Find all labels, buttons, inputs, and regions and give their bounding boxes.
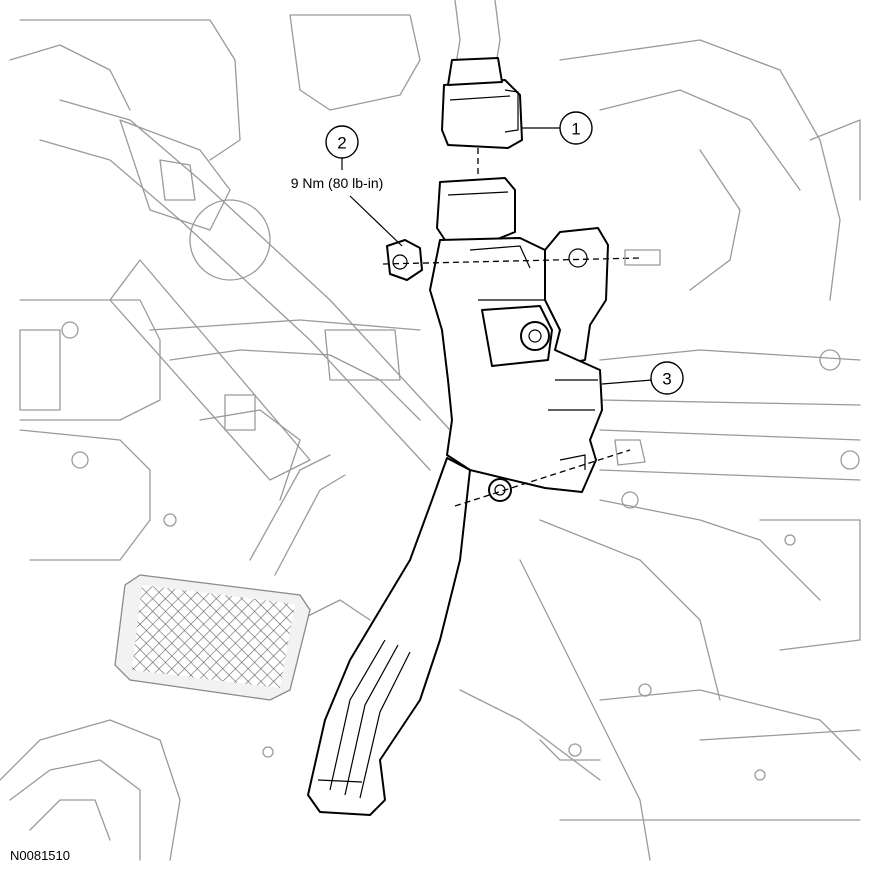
background-structure bbox=[0, 0, 861, 861]
callout-2-number: 2 bbox=[337, 134, 346, 153]
lower-stud bbox=[614, 439, 646, 466]
upper-fastener-line bbox=[382, 257, 641, 265]
callout-3: 3 bbox=[601, 361, 684, 395]
upper-stud bbox=[624, 249, 661, 266]
callout-3-number: 3 bbox=[662, 370, 671, 389]
torque-spec-label: 9 Nm (80 lb-in) bbox=[291, 175, 384, 191]
callout-1: 1 bbox=[522, 111, 593, 145]
accelerator-pedal-assembly bbox=[307, 177, 609, 816]
electrical-connector bbox=[441, 57, 523, 149]
lower-fastener-line bbox=[454, 449, 631, 507]
brake-pedal bbox=[114, 454, 346, 701]
callout-1-number: 1 bbox=[571, 120, 580, 139]
figure-id: N0081510 bbox=[10, 848, 70, 863]
pedal-nut bbox=[386, 239, 423, 281]
callout-2: 2 9 Nm (80 lb-in) bbox=[291, 125, 403, 247]
